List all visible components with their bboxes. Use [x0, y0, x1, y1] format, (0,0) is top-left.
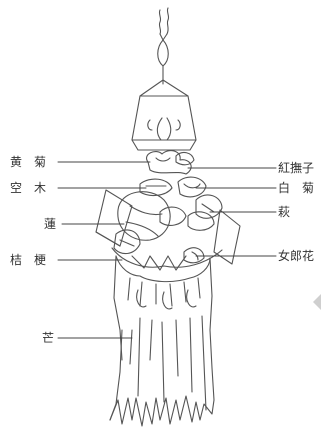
label-kikyou: 桔 梗	[10, 253, 47, 267]
label-shiragiku: 白 菊	[278, 181, 315, 195]
label-kuuboku: 空 木	[10, 181, 47, 195]
hanging-cord	[157, 7, 170, 85]
leader-lines	[57, 161, 277, 339]
label-benimanako: 紅撫子	[278, 161, 315, 175]
susuki-grass	[109, 315, 215, 427]
label-kigiku: 黄 菊	[10, 155, 47, 169]
label-hagi: 萩	[278, 205, 291, 219]
label-ominaeshi: 女郎花	[278, 249, 315, 263]
scroll-left-arrow-icon[interactable]	[313, 294, 321, 310]
label-hasu: 蓮	[44, 217, 57, 231]
top-cone	[131, 79, 197, 151]
lower-skirt	[113, 255, 215, 401]
label-susuki: 芒	[42, 331, 55, 345]
back-panel	[95, 189, 241, 265]
bouquet-flowers	[111, 150, 223, 271]
